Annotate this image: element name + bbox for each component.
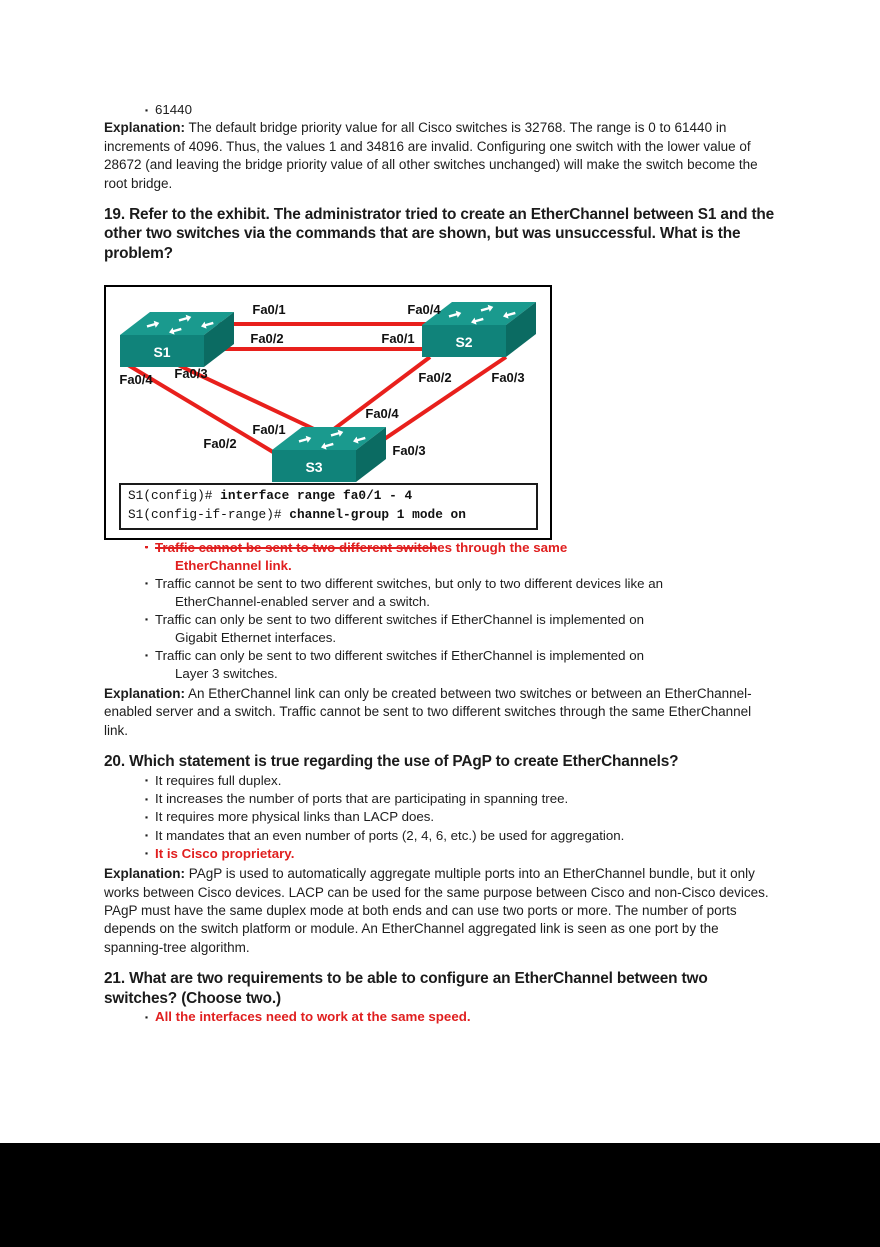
port-label-s3-fa01: Fa0/1: [252, 422, 285, 437]
bullet-marker: ▪: [145, 830, 149, 841]
correct-answer-text: It is Cisco proprietary.: [155, 845, 295, 861]
bullet-marker: ▪: [145, 614, 149, 625]
link-s2-s3-outer: [378, 355, 508, 445]
correct-answer-struck: Traffic cannot be sent to two different …: [155, 539, 438, 555]
cli-command: interface range fa0/1 - 4: [220, 488, 413, 504]
port-label-s3-fa02: Fa0/2: [203, 436, 236, 451]
port-label-s1-fa02: Fa0/2: [250, 331, 283, 346]
correct-answer-text: All the interfaces need to work at the s…: [155, 1009, 471, 1025]
answer-option-text: It mandates that an even number of ports…: [155, 827, 625, 843]
switch-icon-s2: S2: [422, 302, 536, 357]
document-page: ▪ 61440 Explanation: The default bridge p…: [104, 101, 776, 1026]
answer-option: ▪ 61440: [104, 101, 776, 119]
answer-option-text: 61440: [155, 102, 192, 117]
cli-line: S1(config-if-range)# channel-group 1 mod…: [128, 506, 530, 525]
port-label-s2-fa01: Fa0/1: [381, 331, 414, 346]
bullet-marker: ▪: [145, 578, 149, 589]
answer-option-text: Traffic can only be sent to two differen…: [155, 647, 645, 663]
correct-answer-text-line2: EtherChannel link.: [175, 557, 292, 573]
answer-option: ▪ It mandates that an even number of port…: [104, 827, 776, 845]
answer-option-text: Traffic can only be sent to two differen…: [155, 611, 645, 627]
explanation-label: Explanation:: [104, 685, 186, 701]
explanation-label: Explanation:: [104, 120, 186, 136]
switch-label-s3: S3: [305, 459, 322, 475]
explanation-label: Explanation:: [104, 866, 186, 882]
answer-option: ▪ Traffic can only be sent to two differe…: [104, 647, 776, 683]
bullet-marker: ▪: [145, 848, 149, 859]
switch-icon-s1: S1: [120, 312, 234, 367]
cli-line: S1(config)# interface range fa0/1 - 4: [128, 487, 530, 506]
answer-list-q20: ▪ It requires full duplex. ▪ It increases …: [104, 772, 776, 863]
correct-answer: ▪ Traffic cannot be sent to two different…: [104, 539, 776, 575]
cli-config-box: S1(config)# interface range fa0/1 - 4 S1…: [119, 483, 538, 530]
answer-option: ▪ It requires more physical links than LA…: [104, 808, 776, 826]
bullet-marker: ▪: [145, 650, 149, 661]
correct-answer: ▪ It is Cisco proprietary.: [104, 845, 776, 863]
answer-option-text-line2: Layer 3 switches.: [175, 666, 278, 682]
footer-bar: [0, 1143, 880, 1247]
answer-option-text-line2: Gigabit Ethernet interfaces.: [175, 630, 337, 646]
explanation: Explanation: The default bridge priority…: [104, 119, 776, 193]
port-label-s1-fa04: Fa0/4: [119, 372, 153, 387]
cli-command: channel-group 1 mode on: [289, 507, 466, 523]
explanation-text: PAgP is used to automatically aggregate …: [104, 866, 769, 955]
bullet-marker: ▪: [145, 811, 149, 822]
answer-option: ▪ Traffic can only be sent to two differe…: [104, 611, 776, 647]
port-label-s1-fa03: Fa0/3: [174, 366, 207, 381]
explanation-text: The default bridge priority value for al…: [104, 120, 758, 191]
bullet-marker: ▪: [145, 542, 149, 553]
port-label-s3-fa04: Fa0/4: [365, 406, 399, 421]
bullet-marker: ▪: [145, 104, 149, 115]
correct-answer-text: es through the same: [437, 539, 568, 555]
question-title-21: 21. What are two requirements to be able…: [104, 970, 708, 1007]
correct-answer: ▪ All the interfaces need to work at the …: [104, 1008, 776, 1026]
answer-option: ▪ It increases the number of ports that a…: [104, 790, 776, 808]
bullet-marker: ▪: [145, 1011, 149, 1022]
explanation-text: An EtherChannel link can only be created…: [104, 685, 752, 738]
answer-option: ▪ It requires full duplex.: [104, 772, 776, 790]
network-diagram: S1 S2 S3 Fa0/1 Fa0/4 Fa0/2 Fa0/1 Fa0/4 F…: [119, 302, 550, 483]
explanation: Explanation: PAgP is used to automatical…: [104, 865, 776, 957]
question-title-19: 19. Refer to the exhibit. The administra…: [104, 205, 775, 262]
answer-option: ▪ Traffic cannot be sent to two different…: [104, 575, 776, 611]
link-s2-s3-inner: [332, 355, 432, 432]
question-title-20: 20. Which statement is true regarding th…: [104, 753, 679, 771]
answer-option-text: It requires more physical links than LAC…: [155, 809, 435, 825]
cli-prompt: S1(config)#: [128, 488, 213, 504]
port-label-s2-fa03: Fa0/3: [491, 370, 524, 385]
link-s1-s3-outer: [126, 363, 280, 458]
answer-list-q21: ▪ All the interfaces need to work at the …: [104, 1008, 776, 1026]
answer-list-q19: ▪ Traffic cannot be sent to two different…: [104, 539, 776, 683]
answer-option-text: It requires full duplex.: [155, 772, 282, 788]
exhibit-figure: S1 S2 S3 Fa0/1 Fa0/4 Fa0/2 Fa0/1 Fa0/4 F…: [104, 285, 552, 540]
link-s1-s3-inner: [177, 363, 315, 432]
answer-option-text-line2: EtherChannel-enabled server and a switch…: [175, 594, 431, 609]
port-label-s1-fa01: Fa0/1: [252, 302, 285, 317]
answer-option-text: Traffic cannot be sent to two different …: [155, 575, 664, 591]
bullet-marker: ▪: [145, 775, 149, 786]
port-label-s3-fa03: Fa0/3: [392, 443, 425, 458]
bullet-marker: ▪: [145, 793, 149, 804]
switch-icon-s3: S3: [272, 427, 386, 482]
port-label-s2-fa02: Fa0/2: [418, 370, 451, 385]
explanation: Explanation: An EtherChannel link can on…: [104, 685, 776, 740]
port-label-s2-fa04: Fa0/4: [407, 302, 441, 317]
ethernet-links: [126, 322, 508, 458]
answer-option-text: It increases the number of ports that ar…: [155, 791, 569, 806]
switch-label-s1: S1: [153, 344, 170, 360]
cli-prompt: S1(config-if-range)#: [128, 507, 282, 523]
switch-label-s2: S2: [455, 334, 472, 350]
